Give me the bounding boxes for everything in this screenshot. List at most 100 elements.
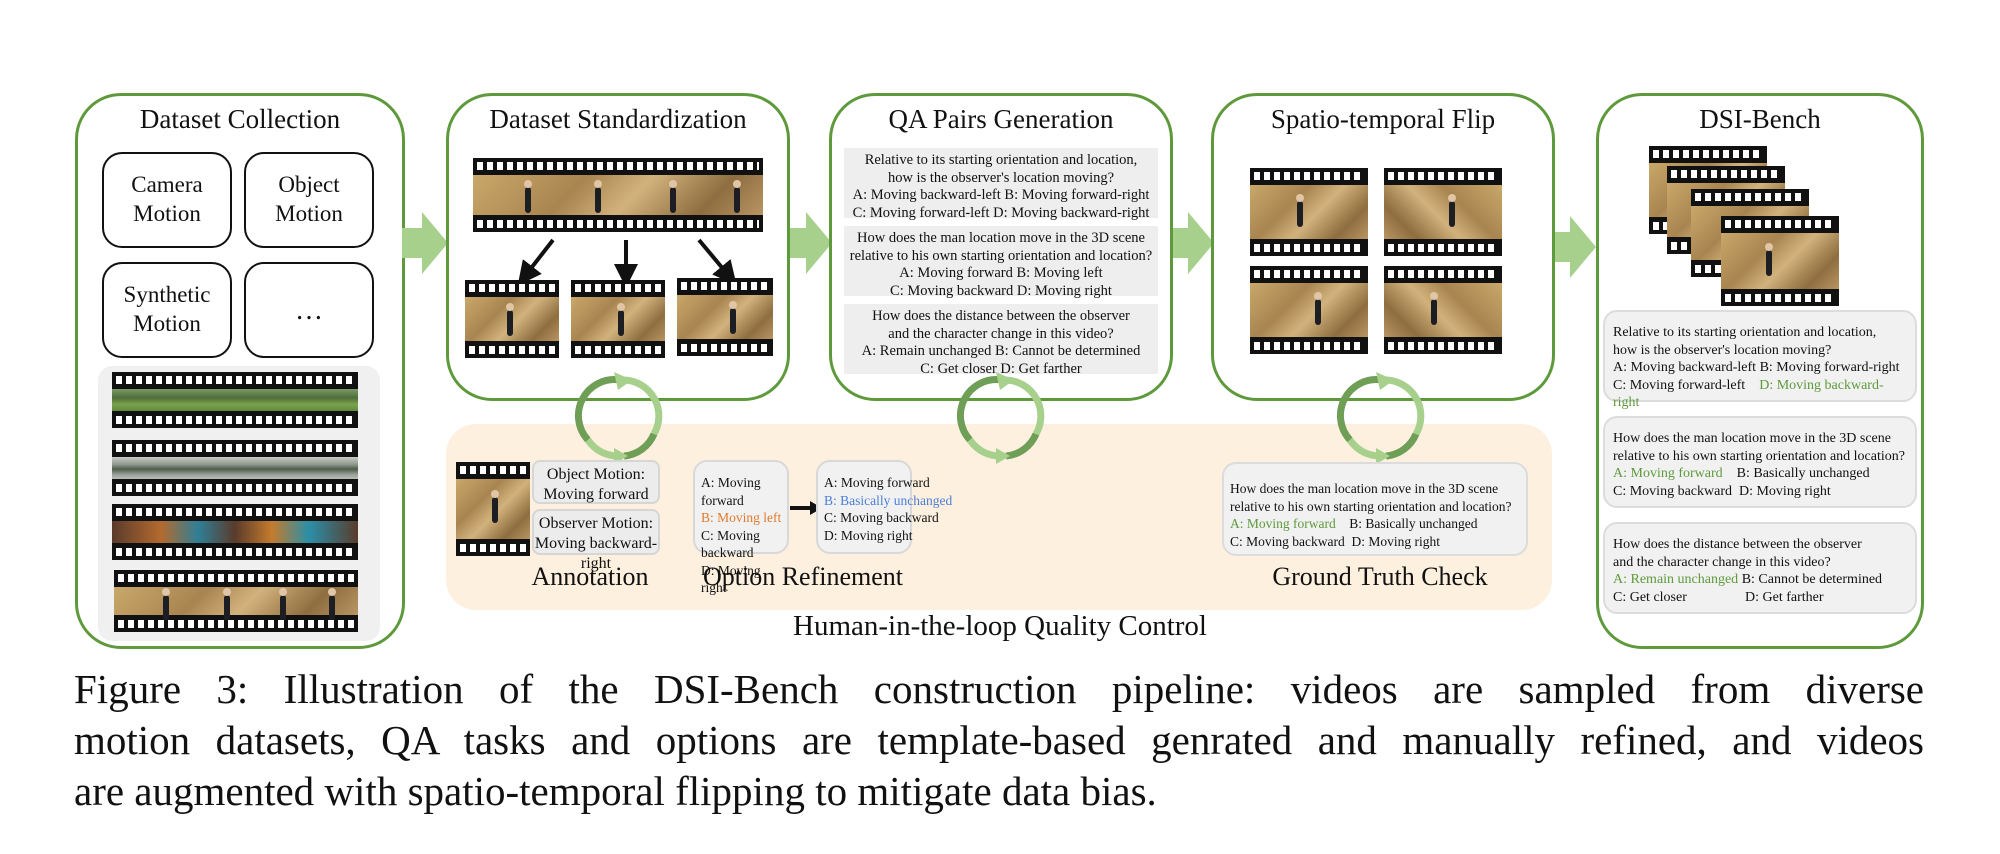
option-line: A: Remain unchanged B: Cannot be determi… — [861, 343, 1141, 359]
qa-pair: How does the man location move in the 3D… — [844, 226, 1158, 299]
caption-line: are augmented with spatio-temporal flipp… — [74, 768, 1157, 814]
flow-arrow-icon — [786, 212, 832, 274]
option-c: C: Moving backward — [1230, 533, 1345, 549]
cycle-arrows-icon — [1337, 372, 1425, 464]
panel-title: QA Pairs Generation — [888, 104, 1114, 134]
video-clip — [571, 280, 665, 358]
option-c: C: Moving backward — [1613, 483, 1732, 499]
caption-line: motion datasets, QA tasks and options ar… — [74, 717, 1924, 763]
option-d-correct: D: Moving backward-right — [1613, 377, 1884, 411]
option-line: C: Moving backward D: Moving right — [890, 282, 1112, 299]
caption-line: Figure 3: Illustration of the DSI-Bench … — [74, 666, 1924, 712]
annotation-line: Object Motion: — [546, 466, 646, 483]
question-line: and the character change in this video? — [888, 325, 1114, 342]
option-a-correct: A: Moving forward — [1613, 466, 1723, 481]
option-refinement-label: Option Refinement — [702, 562, 903, 591]
question-line: How does the man location move in the 3D… — [1613, 431, 1891, 446]
panel-dsi-bench: DSI-Bench Relative to its starting orien… — [1596, 93, 1924, 649]
annotation-label: Annotation — [531, 562, 649, 591]
ground-truth-label: Ground Truth Check — [1272, 562, 1488, 591]
option-line: A: Moving forward B: Moving left — [899, 265, 1103, 281]
bench-qa-card: How does the distance between the observ… — [1603, 522, 1917, 614]
option-c: C: Get closer — [1613, 589, 1687, 605]
qa-pair: How does the distance between the observ… — [844, 304, 1158, 377]
video-clip-t-flip — [1250, 266, 1368, 354]
cycle-arrows-icon — [957, 372, 1045, 464]
video-strip-sepia — [114, 570, 358, 632]
video-clip — [677, 278, 773, 356]
split-arrows-icon — [517, 238, 737, 286]
video-clip-original — [1250, 168, 1368, 256]
panel-spatio-temporal-flip: Spatio-temporal Flip — [1211, 93, 1555, 401]
option-line: D: Moving right — [824, 527, 913, 543]
option-a: A: Moving backward-left — [1613, 360, 1757, 375]
video-strip-rain — [112, 440, 358, 496]
question-line: Relative to its starting orientation and… — [864, 152, 1138, 168]
panel-dataset-standardization: Dataset Standardization — [446, 93, 790, 401]
option-a-correct: A: Remain unchanged — [1613, 572, 1739, 587]
flow-arrow-icon — [1550, 216, 1596, 278]
annotation-line: Moving forward — [543, 486, 649, 503]
annotation-line: Observer Motion: — [538, 515, 654, 532]
option-c: C: Moving forward-left — [1613, 377, 1746, 393]
video-clip-h-flip — [1384, 168, 1502, 256]
observer-motion-annotation: Observer Motion: Moving backward-right — [532, 509, 660, 572]
video-strip-forest — [112, 372, 358, 428]
stacked-video-clip — [1721, 216, 1839, 306]
object-motion-annotation: Object Motion: Moving forward — [532, 460, 660, 504]
option-b: B: Basically unchanged — [1736, 466, 1870, 481]
hitl-title: Human-in-the-loop Quality Control — [793, 610, 1207, 642]
question-line: How does the man location move in the 3D… — [1230, 481, 1499, 496]
video-clip — [465, 280, 559, 358]
bench-qa-card: Relative to its starting orientation and… — [1603, 310, 1917, 410]
video-strip-full — [473, 158, 763, 232]
panel-title: Spatio-temporal Flip — [1270, 104, 1496, 134]
question-line: How does the distance between the observ… — [1613, 537, 1862, 552]
options-after-card: A: Moving forward B: Basically unchanged… — [816, 460, 953, 554]
panel-title: Dataset Collection — [139, 104, 341, 134]
option-line: D: Moving right — [701, 562, 761, 596]
question-line: how is the observer's location moving? — [1613, 342, 1832, 358]
option-b: B: Moving forward-right — [1759, 360, 1900, 375]
panel-qa-generation: QA Pairs Generation Relative to its star… — [829, 93, 1173, 401]
option-d: D: Moving right — [1738, 483, 1831, 499]
video-clip-ht-flip — [1384, 266, 1502, 354]
option-line-refined: B: Basically unchanged — [824, 492, 953, 508]
motion-type-label: … — [295, 294, 323, 326]
question-line: How does the man location move in the 3D… — [857, 230, 1145, 246]
option-line: A: Moving forward — [701, 475, 761, 508]
question-line: Relative to its starting orientation and… — [1613, 325, 1877, 340]
question-line: relative to his own starting orientation… — [1230, 498, 1512, 514]
option-line: C: Moving backward — [701, 527, 760, 561]
option-line: C: Moving forward-left D: Moving backwar… — [852, 204, 1150, 221]
option-line-wrong: B: Moving left — [701, 510, 782, 525]
option-b: B: Cannot be determined — [1741, 572, 1883, 587]
question-line: How does the distance between the observ… — [872, 308, 1130, 324]
figure-caption: Figure 3: Illustration of the DSI-Bench … — [74, 664, 1924, 817]
video-strip-synthetic — [112, 504, 358, 560]
bench-qa-card: How does the man location move in the 3D… — [1603, 416, 1917, 508]
question-line: relative to his own starting orientation… — [849, 247, 1153, 264]
annotation-video-clip — [456, 462, 530, 556]
panel-title: Dataset Standardization — [489, 104, 747, 134]
option-a-correct: A: Moving forward — [1230, 516, 1336, 531]
option-line: C: Get closer D: Get farther — [920, 360, 1082, 377]
motion-type-more: … — [244, 262, 374, 358]
annotation-line: Moving backward-right — [534, 535, 658, 572]
panel-title: DSI-Bench — [1699, 104, 1821, 134]
cycle-arrows-icon — [575, 372, 663, 464]
ground-truth-card: How does the man location move in the 3D… — [1222, 462, 1528, 556]
question-line: how is the observer's location moving? — [887, 169, 1115, 186]
qa-pair: Relative to its starting orientation and… — [844, 148, 1158, 221]
flow-arrow-icon — [1168, 212, 1214, 274]
flow-arrow-icon — [402, 212, 448, 274]
option-b: B: Basically unchanged — [1349, 516, 1478, 531]
